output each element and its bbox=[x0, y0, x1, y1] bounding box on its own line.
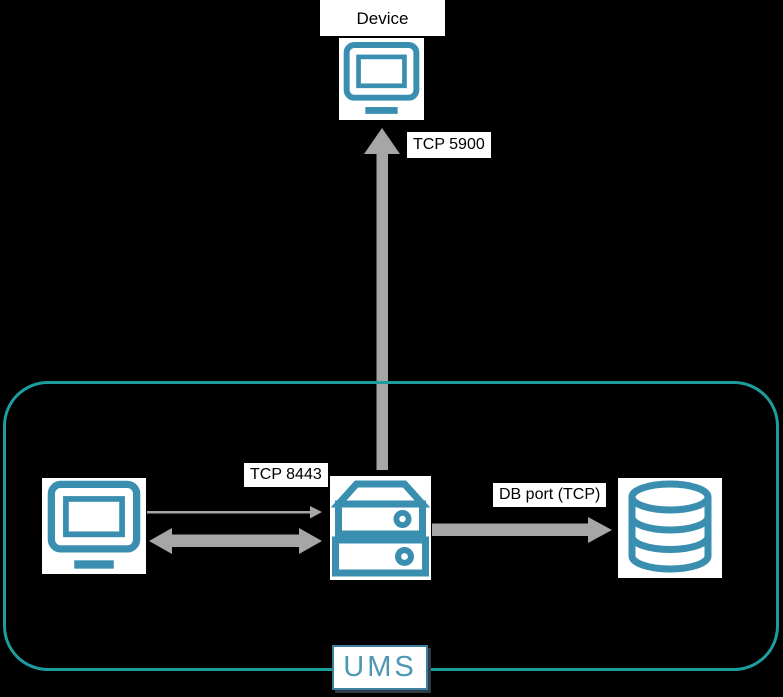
tcp-8443-label-text: TCP 8443 bbox=[250, 466, 322, 483]
database-icon bbox=[628, 480, 712, 573]
db-port-label-text: DB port (TCP) bbox=[499, 486, 601, 503]
admin-console-node bbox=[42, 478, 146, 574]
tcp-5900-label-text: TCP 5900 bbox=[413, 136, 485, 153]
device-node bbox=[339, 38, 424, 120]
database-node bbox=[618, 478, 722, 578]
server-icon bbox=[330, 480, 431, 577]
ums-label-text: UMS bbox=[343, 651, 417, 683]
device-label: Device bbox=[320, 0, 445, 36]
ums-label: UMS bbox=[332, 645, 428, 690]
monitor-icon bbox=[47, 480, 141, 569]
device-label-text: Device bbox=[356, 8, 409, 28]
tcp-5900-label: TCP 5900 bbox=[406, 131, 492, 159]
tcp-8443-label: TCP 8443 bbox=[243, 462, 329, 488]
monitor-icon bbox=[343, 42, 420, 114]
ums-server-node bbox=[330, 476, 431, 580]
db-port-label: DB port (TCP) bbox=[492, 482, 608, 508]
